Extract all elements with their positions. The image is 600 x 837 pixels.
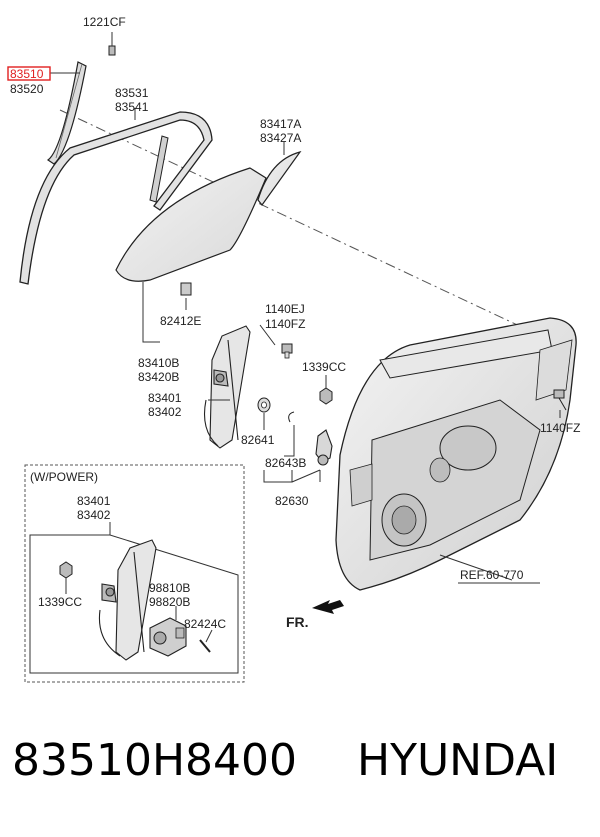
label-1140fz-right: 1140FZ [540,421,580,435]
label-83401-box: 83401 [77,494,111,508]
label-83402-box: 83402 [77,508,111,522]
highlight-box-83510 [7,66,51,81]
label-82630: 82630 [275,494,309,508]
label-82424c: 82424C [184,617,226,631]
label-1140fz-top: 1140FZ [265,317,305,331]
label-1140ej: 1140EJ [265,302,305,316]
channel-clip [180,282,192,296]
label-83420b: 83420B [138,370,179,384]
label-82641: 82641 [241,433,275,447]
label-83417a: 83417A [260,117,301,131]
bolt-right [553,389,567,411]
power-window-box [24,464,245,683]
brand-name: HYUNDAI [357,735,559,786]
label-83541: 83541 [115,100,149,114]
assembly-centerline [59,109,561,346]
label-83510: 83510 [10,67,44,81]
regulator-handle [315,429,333,466]
door-glass [115,167,267,282]
label-ref: REF.60-770 [460,568,524,582]
label-1339cc-box: 1339CC [38,595,82,609]
bolt-top [281,343,293,359]
label-98820b: 98820B [149,595,190,609]
rear-door-panel [335,317,577,591]
label-83520: 83520 [10,82,44,96]
label-83402-top: 83402 [148,405,182,419]
label-wpower: (W/POWER) [30,470,98,484]
label-83427a: 83427A [260,131,301,145]
parts-diagram: 1221CF 83510 83520 83531 83541 83417A 83… [7,15,580,683]
leader-lines [50,32,561,581]
power-inner-bracket [29,534,239,674]
label-1339cc-top: 1339CC [302,360,346,374]
label-83401-top: 83401 [148,391,182,405]
label-1221cf: 1221CF [83,15,126,29]
power-window-regulator [98,539,157,661]
washer [257,397,271,413]
label-82643b: 82643B [265,456,306,470]
label-82412e: 82412E [160,314,201,328]
nut-top [319,387,333,405]
label-98810b: 98810B [149,581,190,595]
part-number: 83510H8400 [12,735,298,786]
spring-clip [288,411,295,423]
screw-82424c [199,639,211,653]
label-83531: 83531 [115,86,149,100]
nut-box [59,561,73,579]
front-direction-arrow [312,600,344,614]
label-fr: FR. [286,614,309,630]
window-motor [149,617,187,657]
glass-run-strip [46,61,87,165]
label-83410b: 83410B [138,356,179,370]
door-sash-channel [19,111,213,285]
window-regulator [203,325,251,449]
